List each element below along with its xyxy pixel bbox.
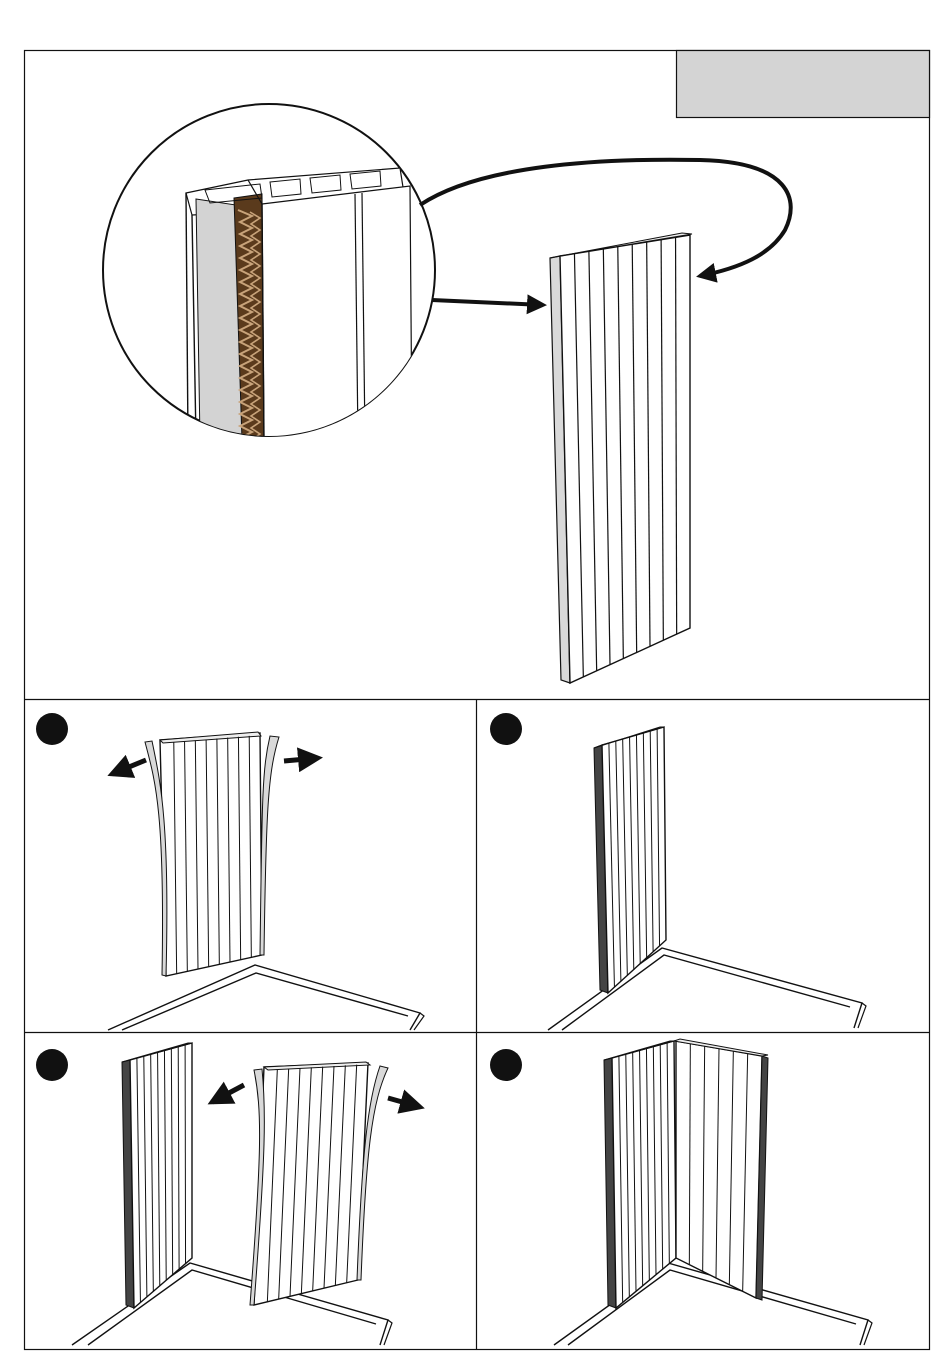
step-2: [490, 713, 866, 1030]
step-1: [36, 713, 424, 1030]
label-box: [677, 51, 930, 118]
main-panel: [550, 233, 692, 683]
step-badge-2: [490, 713, 522, 745]
arrow-left: [212, 1085, 244, 1102]
zoom-detail: [103, 104, 435, 440]
arrow-right: [388, 1098, 420, 1107]
step-badge-3: [36, 1049, 68, 1081]
arrow-left: [112, 760, 146, 774]
arrow-right: [284, 758, 318, 761]
straight-arrow: [432, 300, 543, 305]
step-4: [490, 1039, 872, 1345]
step-badge-1: [36, 713, 68, 745]
step-badge-4: [490, 1049, 522, 1081]
step-3: [36, 1043, 420, 1345]
